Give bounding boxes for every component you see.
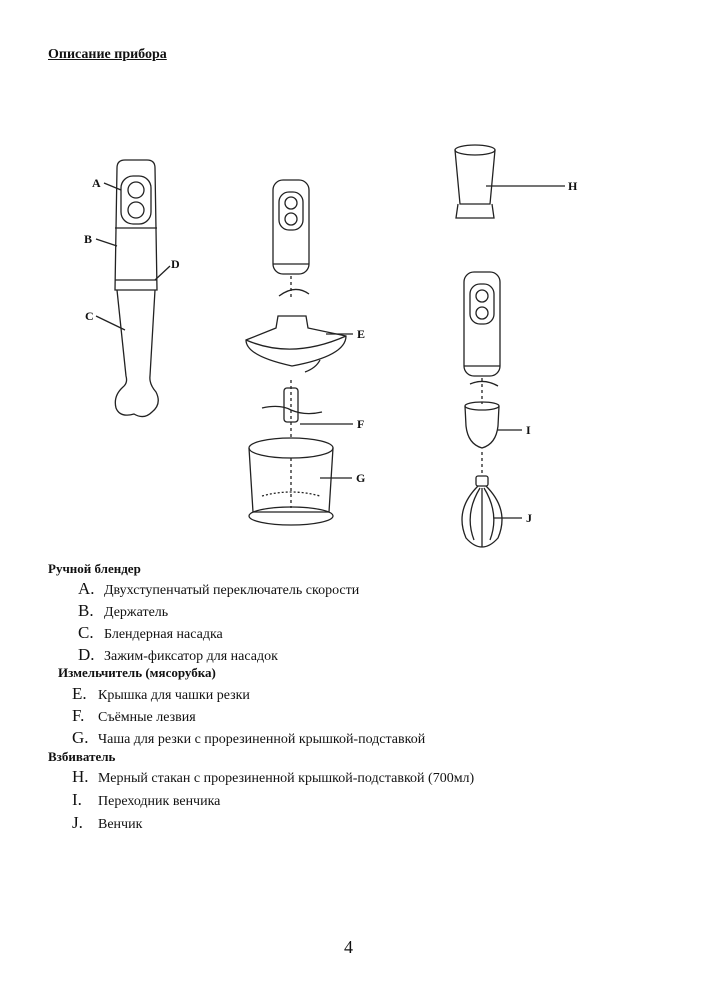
callout-f: F (357, 417, 364, 431)
list-item: B. Держатель (78, 601, 168, 621)
list-item: D. Зажим-фиксатор для насадок (78, 645, 278, 665)
callout-i: I (526, 423, 531, 437)
list-item: G. Чаша для резки с прорезиненной крышко… (72, 728, 425, 748)
callout-j: J (526, 511, 532, 525)
hand-blender-figure (95, 159, 171, 418)
item-letter: B. (78, 601, 94, 620)
item-letter: F. (72, 706, 85, 725)
list-item: E. Крышка для чашки резки (72, 684, 250, 704)
list-item: I. Переходник венчика (72, 790, 220, 810)
appliance-diagram: A B C D E F G H I J (84, 144, 578, 548)
item-letter: I. (72, 790, 82, 809)
item-letter: H. (72, 767, 89, 786)
item-letter: J. (72, 813, 83, 832)
section-title-hand-blender: Ручной блендер (48, 561, 141, 576)
list-item: H. Мерный стакан с прорезиненной крышкой… (72, 767, 474, 787)
item-text: Чаша для резки с прорезиненной крышкой-п… (98, 732, 426, 747)
item-letter: E. (72, 684, 87, 703)
callout-e: E (357, 327, 365, 341)
list-item: J. Венчик (72, 813, 142, 833)
item-text: Зажим-фиксатор для насадок (104, 649, 278, 664)
whisk-set-figure (454, 144, 565, 548)
list-item: F. Съёмные лезвия (72, 706, 196, 726)
callout-g: G (356, 471, 365, 485)
item-letter: D. (78, 645, 95, 664)
list-item: C. Блендерная насадка (78, 623, 223, 643)
item-letter: A. (78, 579, 95, 598)
item-text: Блендерная насадка (104, 627, 223, 642)
item-text: Двухступенчатый переключатель скорости (104, 583, 360, 598)
item-text: Держатель (104, 605, 169, 620)
page-heading: Описание прибора (48, 47, 167, 62)
item-text: Крышка для чашки резки (98, 688, 250, 703)
item-text: Съёмные лезвия (98, 710, 196, 725)
section-title-chopper: Измельчитель (мясорубка) (58, 665, 216, 680)
item-text: Венчик (98, 817, 143, 832)
item-letter: C. (78, 623, 94, 642)
chopper-figure (245, 179, 353, 526)
callout-b: B (84, 232, 92, 246)
item-text: Мерный стакан с прорезиненной крышкой-по… (98, 771, 475, 786)
section-title-whisk: Взбиватель (48, 749, 116, 764)
callout-c: C (85, 309, 94, 323)
callout-d: D (171, 257, 180, 271)
callout-h: H (568, 179, 578, 193)
item-text: Переходник венчика (98, 794, 221, 809)
list-item: A. Двухступенчатый переключатель скорост… (78, 579, 359, 599)
item-letter: G. (72, 728, 89, 747)
callout-a: A (92, 176, 101, 190)
page-number: 4 (344, 937, 353, 957)
